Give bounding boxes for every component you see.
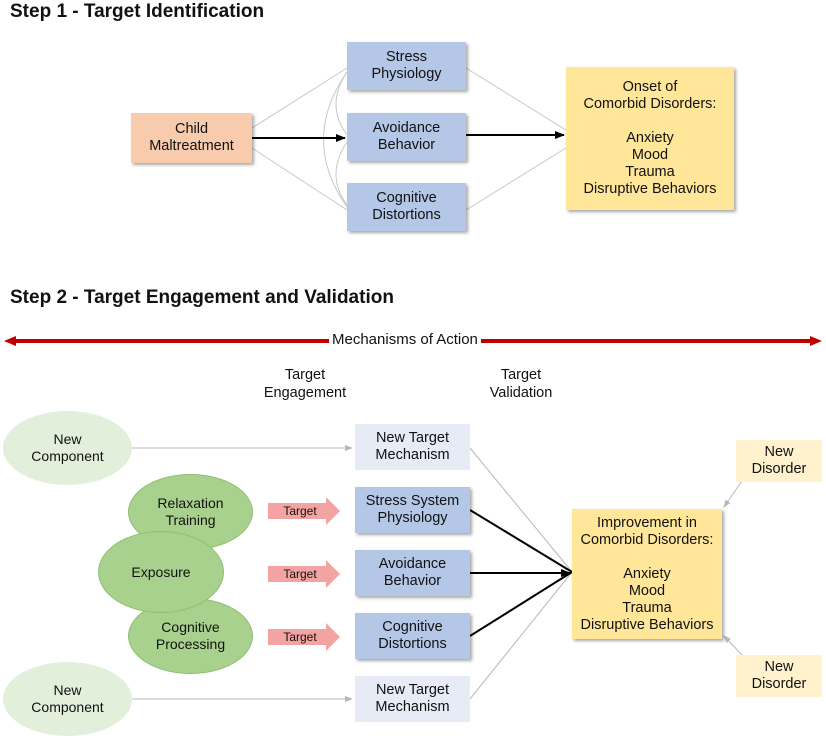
arrow-new-disorder-top <box>723 480 743 508</box>
new-disorder-top-box: New Disorder <box>736 440 822 482</box>
line-newmech-top-to-improvement <box>469 447 573 573</box>
step1-heading: Step 1 - Target Identification <box>10 1 265 22</box>
avoidance-behavior-step2-box: Avoidance Behavior <box>355 550 470 596</box>
stress-system-physiology-box: Stress System Physiology <box>355 487 470 533</box>
target-arrow-3 <box>268 623 340 651</box>
improvement-comorbid-box: Improvement in Comorbid Disorders: Anxie… <box>572 509 722 639</box>
new-target-mechanism-bottom-box: New Target Mechanism <box>355 676 470 722</box>
target-validation-label: Target Validation <box>489 367 553 401</box>
exposure-oval: Exposure <box>98 531 224 613</box>
line-cognitive-to-improvement <box>469 571 573 637</box>
target-arrow-label-1: Target <box>283 504 317 518</box>
cognitive-distortions-step2-box: Cognitive Distortions <box>355 613 470 659</box>
new-component-top-oval: New Component <box>3 411 132 485</box>
new-component-bottom-oval: New Component <box>3 662 132 736</box>
new-target-mechanism-top-box: New Target Mechanism <box>355 424 470 470</box>
line-stress-to-improvement <box>469 509 573 573</box>
step2-heading: Step 2 - Target Engagement and Validatio… <box>10 287 394 308</box>
mechanisms-of-action-label: Mechanisms of Action <box>329 331 481 348</box>
child-maltreatment-box: Child Maltreatment <box>131 113 252 163</box>
target-arrows <box>268 497 340 651</box>
stress-physiology-box: Stress Physiology <box>347 42 466 90</box>
target-arrow-2 <box>268 560 340 588</box>
cognitive-distortions-box: Cognitive Distortions <box>347 183 466 231</box>
target-arrow-label-3: Target <box>283 630 317 644</box>
arrow-new-disorder-bottom <box>723 635 743 656</box>
line-newmech-bottom-to-improvement <box>469 571 573 700</box>
onset-comorbid-box: Onset of Comorbid Disorders: Anxiety Moo… <box>566 67 734 210</box>
avoidance-behavior-box: Avoidance Behavior <box>347 113 466 161</box>
step1-gray-connectors <box>251 67 567 211</box>
target-arrow-1 <box>268 497 340 525</box>
new-disorder-bottom-box: New Disorder <box>736 655 822 697</box>
target-arrow-label-2: Target <box>283 567 317 581</box>
target-engagement-label: Target Engagement <box>263 367 347 401</box>
